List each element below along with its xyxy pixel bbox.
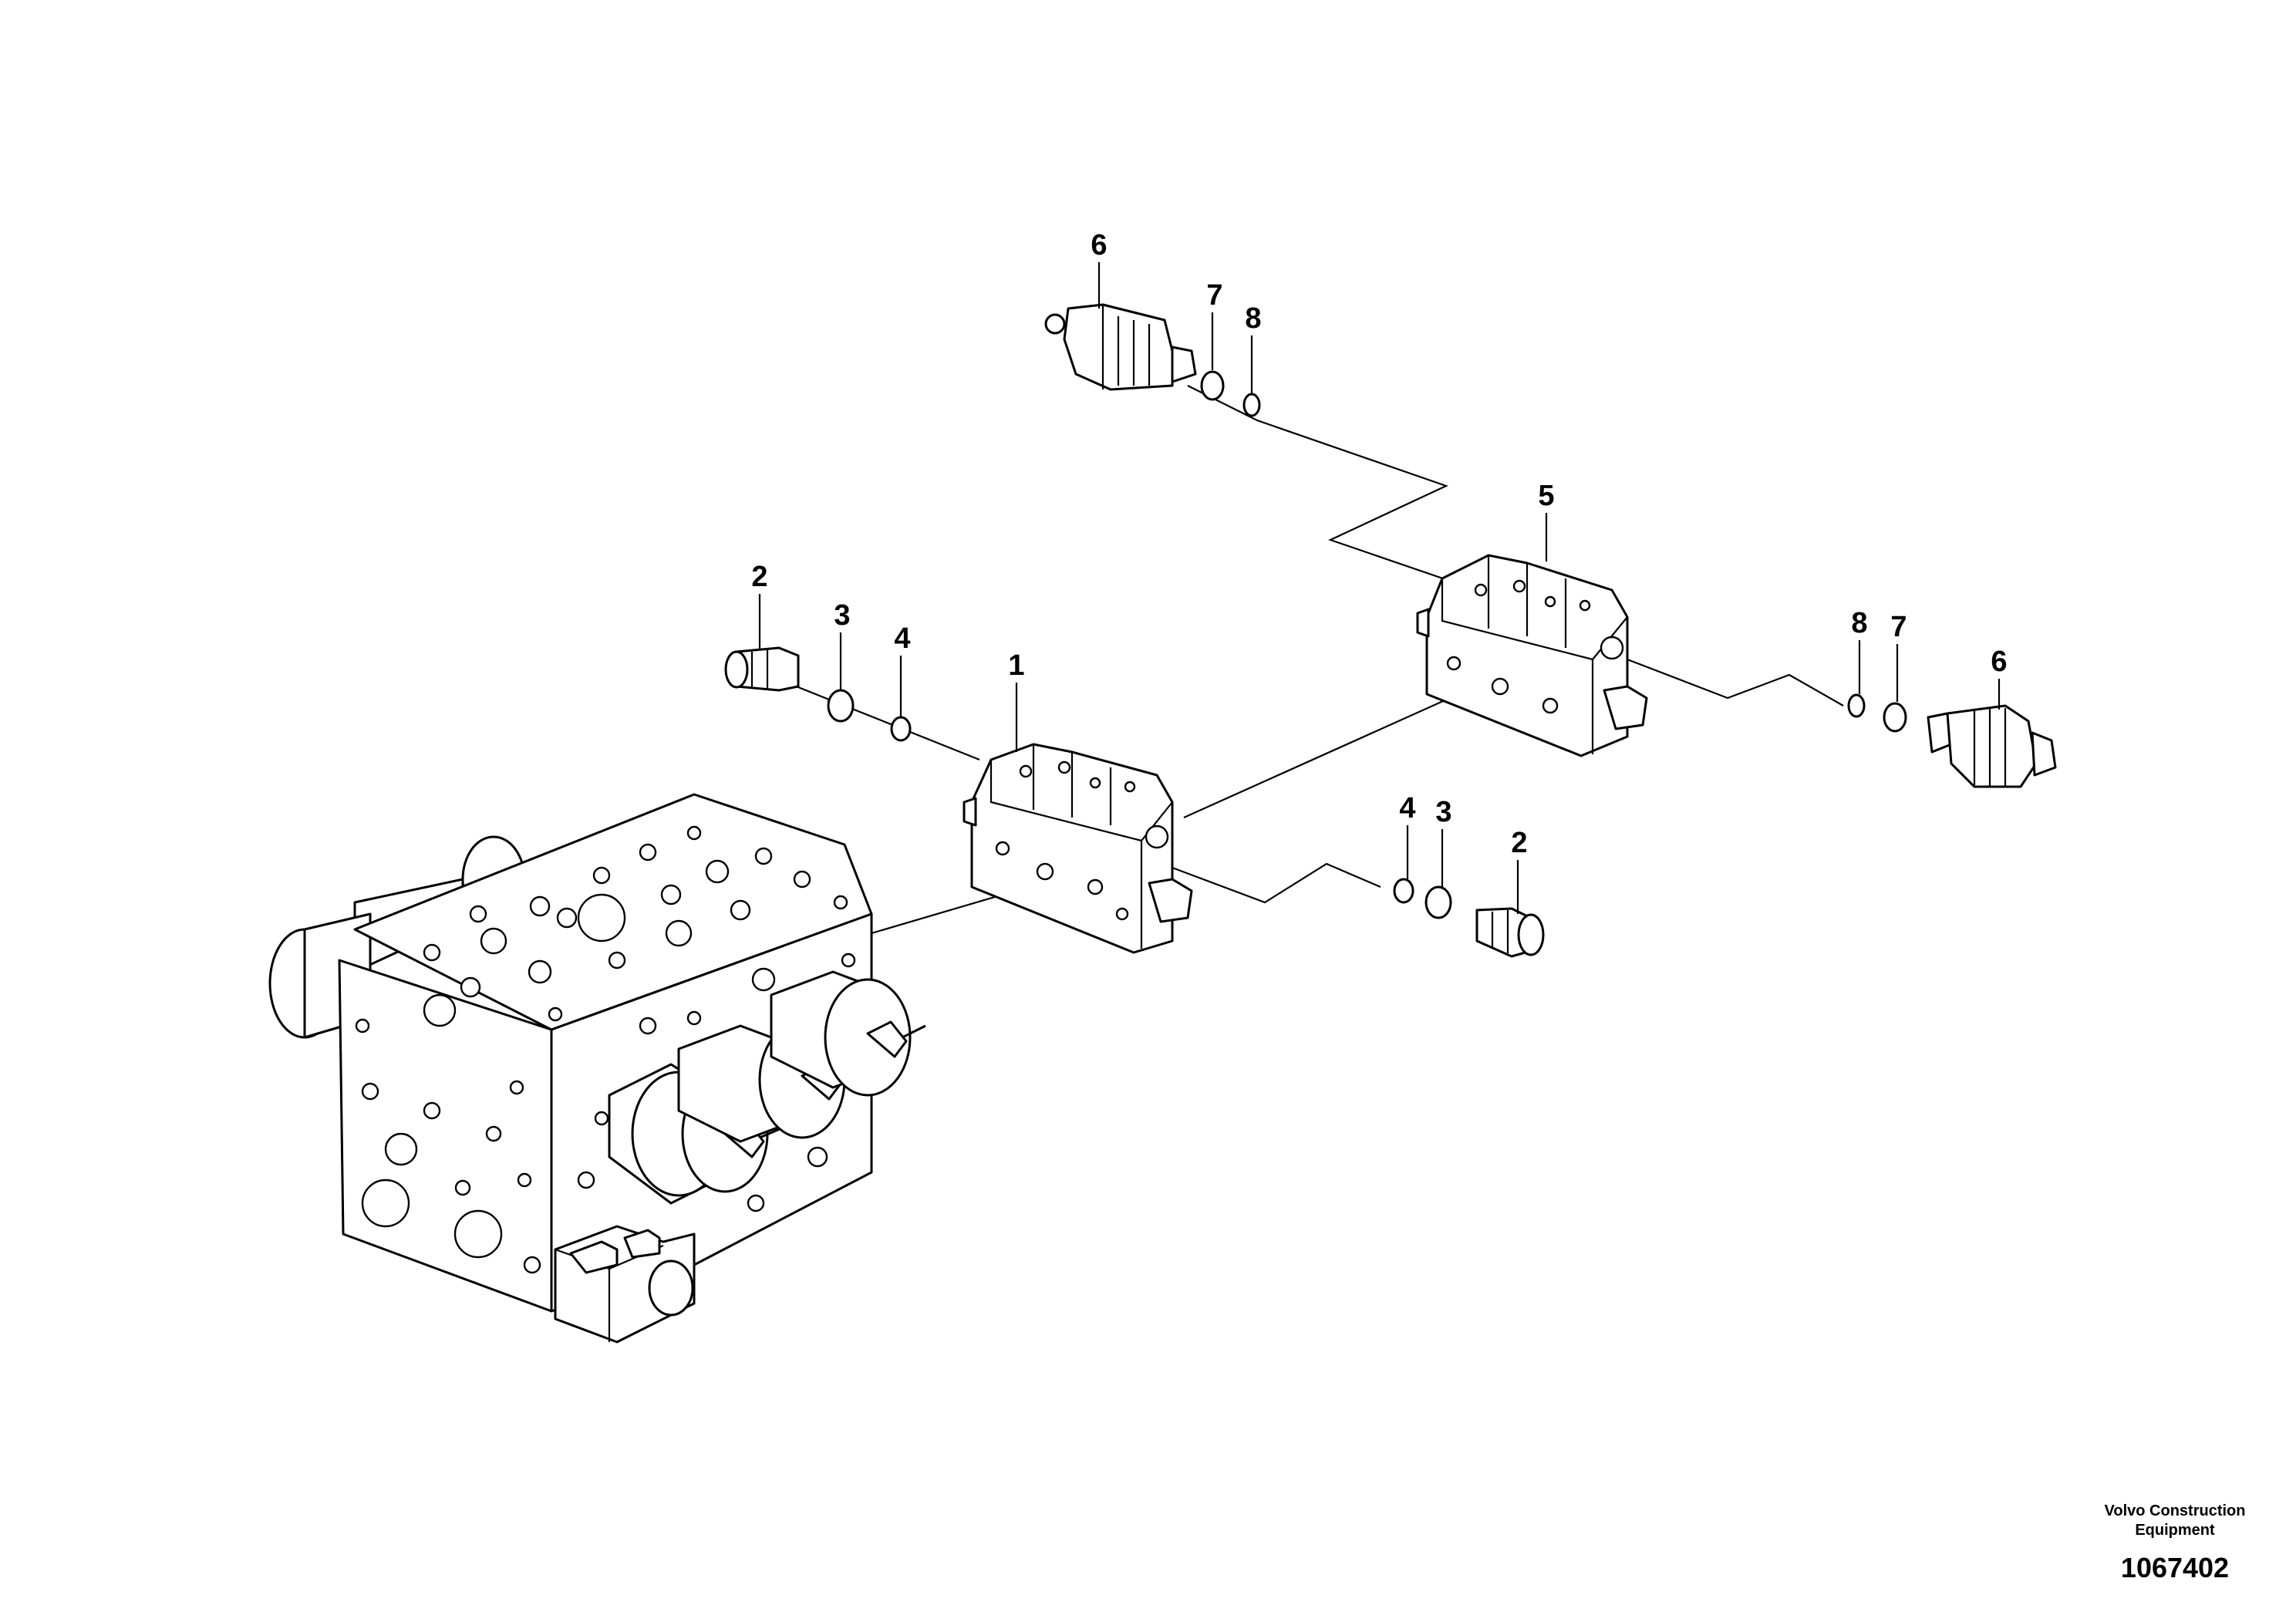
assembly-lines — [786, 385, 1844, 935]
o-ring-4-left — [890, 716, 912, 742]
drawing-credit: Volvo Construction Equipment 1067402 — [2105, 1502, 2246, 1583]
callout-5: 5 — [1538, 480, 1554, 512]
plug-left — [724, 646, 800, 692]
credit-company-line1: Volvo Construction — [2105, 1502, 2246, 1519]
callout-7-top: 7 — [1206, 279, 1222, 312]
callout-4-left: 4 — [894, 622, 910, 655]
callout-2-left: 2 — [751, 561, 767, 593]
callout-3-right: 3 — [1435, 796, 1451, 828]
o-ring-7-top — [1200, 370, 1225, 401]
relief-cartridge-right — [1927, 704, 2057, 788]
o-ring-8-right — [1847, 693, 1866, 718]
callout-4-right: 4 — [1399, 792, 1415, 824]
drawing-number: 1067402 — [2121, 1552, 2229, 1583]
credit-company-line2: Equipment — [2135, 1522, 2215, 1539]
o-ring-3-right — [1424, 885, 1452, 919]
o-ring-4-right — [1393, 878, 1414, 904]
o-ring-7-right — [1883, 702, 1907, 733]
plug-right — [1475, 907, 1545, 958]
callout-2-right: 2 — [1511, 827, 1527, 859]
callout-3-left: 3 — [834, 599, 850, 632]
callout-7-right: 7 — [1890, 611, 1907, 643]
main-valve-block — [268, 793, 926, 1344]
callout-numbers: 6 7 8 5 8 7 6 2 3 4 1 4 3 2 — [751, 229, 2007, 859]
valve-section-1 — [963, 743, 1193, 954]
callout-6-right: 6 — [1991, 646, 2007, 678]
callout-6-top: 6 — [1091, 229, 1107, 261]
o-ring-3-left — [827, 689, 855, 723]
relief-cartridge-top — [1044, 303, 1197, 391]
callout-leaders — [758, 262, 2001, 914]
callout-1: 1 — [1008, 649, 1024, 682]
valve-section-5 — [1416, 554, 1648, 757]
o-ring-8-top — [1242, 393, 1261, 417]
callout-8-top: 8 — [1245, 302, 1261, 335]
callout-8-right: 8 — [1851, 607, 1867, 639]
